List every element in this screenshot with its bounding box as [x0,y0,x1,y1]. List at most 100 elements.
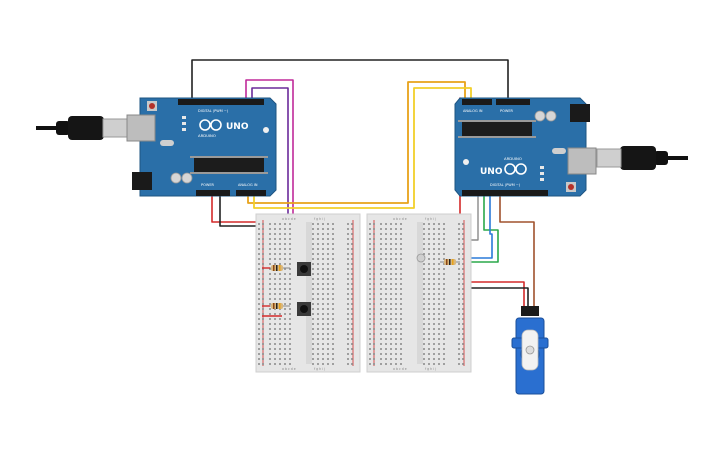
breadboard-hole[interactable] [258,288,260,290]
breadboard-hole[interactable] [274,238,276,240]
breadboard-hole[interactable] [373,318,375,320]
breadboard-hole[interactable] [373,308,375,310]
breadboard-hole[interactable] [385,228,387,230]
breadboard-hole[interactable] [458,273,460,275]
breadboard-hole[interactable] [443,353,445,355]
breadboard-hole[interactable] [423,343,425,345]
breadboard-hole[interactable] [317,363,319,365]
breadboard-hole[interactable] [438,268,440,270]
breadboard-hole[interactable] [322,243,324,245]
breadboard-hole[interactable] [258,348,260,350]
breadboard-hole[interactable] [312,293,314,295]
breadboard-hole[interactable] [317,288,319,290]
breadboard-hole[interactable] [380,263,382,265]
breadboard-hole[interactable] [262,238,264,240]
breadboard-hole[interactable] [380,348,382,350]
breadboard-hole[interactable] [312,243,314,245]
breadboard-hole[interactable] [438,298,440,300]
breadboard-hole[interactable] [317,248,319,250]
breadboard-hole[interactable] [262,288,264,290]
breadboard-hole[interactable] [438,228,440,230]
breadboard-hole[interactable] [284,278,286,280]
breadboard-hole[interactable] [289,293,291,295]
breadboard-hole[interactable] [262,308,264,310]
breadboard-hole[interactable] [385,248,387,250]
breadboard-hole[interactable] [428,318,430,320]
breadboard-hole[interactable] [347,333,349,335]
breadboard-hole[interactable] [443,258,445,260]
breadboard-hole[interactable] [423,298,425,300]
breadboard-hole[interactable] [390,283,392,285]
breadboard-hole[interactable] [400,363,402,365]
breadboard-hole[interactable] [373,288,375,290]
breadboard-hole[interactable] [433,328,435,330]
breadboard-hole[interactable] [347,353,349,355]
breadboard-hole[interactable] [433,318,435,320]
breadboard-hole[interactable] [347,358,349,360]
breadboard-hole[interactable] [327,343,329,345]
breadboard-hole[interactable] [395,303,397,305]
breadboard-hole[interactable] [347,303,349,305]
breadboard-hole[interactable] [289,233,291,235]
breadboard-hole[interactable] [279,233,281,235]
breadboard-hole[interactable] [380,288,382,290]
breadboard-hole[interactable] [347,243,349,245]
breadboard-hole[interactable] [438,318,440,320]
breadboard-hole[interactable] [390,303,392,305]
breadboard-hole[interactable] [400,263,402,265]
breadboard-hole[interactable] [443,278,445,280]
breadboard-hole[interactable] [258,308,260,310]
breadboard-hole[interactable] [284,263,286,265]
breadboard-hole[interactable] [351,268,353,270]
breadboard-hole[interactable] [462,233,464,235]
breadboard-hole[interactable] [433,248,435,250]
breadboard-hole[interactable] [289,278,291,280]
breadboard-hole[interactable] [317,328,319,330]
breadboard-hole[interactable] [458,278,460,280]
breadboard-hole[interactable] [458,223,460,225]
breadboard-hole[interactable] [373,293,375,295]
breadboard-hole[interactable] [443,313,445,315]
breadboard-hole[interactable] [351,263,353,265]
breadboard-hole[interactable] [400,223,402,225]
breadboard-hole[interactable] [284,353,286,355]
breadboard-hole[interactable] [423,233,425,235]
wire-green[interactable] [461,194,499,263]
breadboard-hole[interactable] [433,258,435,260]
breadboard-hole[interactable] [269,318,271,320]
breadboard-hole[interactable] [274,353,276,355]
breadboard-hole[interactable] [458,338,460,340]
breadboard-hole[interactable] [433,293,435,295]
breadboard-hole[interactable] [462,313,464,315]
breadboard-hole[interactable] [347,288,349,290]
breadboard-hole[interactable] [433,358,435,360]
breadboard-hole[interactable] [395,228,397,230]
breadboard-hole[interactable] [262,228,264,230]
breadboard-hole[interactable] [351,333,353,335]
breadboard-hole[interactable] [385,348,387,350]
breadboard-hole[interactable] [274,253,276,255]
breadboard-hole[interactable] [458,358,460,360]
breadboard-hole[interactable] [327,308,329,310]
breadboard-hole[interactable] [428,328,430,330]
breadboard-hole[interactable] [332,348,334,350]
breadboard-hole[interactable] [400,253,402,255]
breadboard-hole[interactable] [423,223,425,225]
breadboard-hole[interactable] [400,273,402,275]
breadboard-hole[interactable] [279,278,281,280]
breadboard-hole[interactable] [373,348,375,350]
breadboard-hole[interactable] [327,253,329,255]
breadboard-hole[interactable] [258,233,260,235]
breadboard-hole[interactable] [369,308,371,310]
breadboard-hole[interactable] [462,363,464,365]
breadboard-hole[interactable] [312,233,314,235]
breadboard-hole[interactable] [322,273,324,275]
breadboard-hole[interactable] [269,268,271,270]
breadboard-hole[interactable] [433,348,435,350]
breadboard-hole[interactable] [390,293,392,295]
breadboard-hole[interactable] [269,293,271,295]
breadboard-hole[interactable] [258,278,260,280]
breadboard-hole[interactable] [438,288,440,290]
breadboard-hole[interactable] [317,348,319,350]
breadboard-hole[interactable] [423,313,425,315]
